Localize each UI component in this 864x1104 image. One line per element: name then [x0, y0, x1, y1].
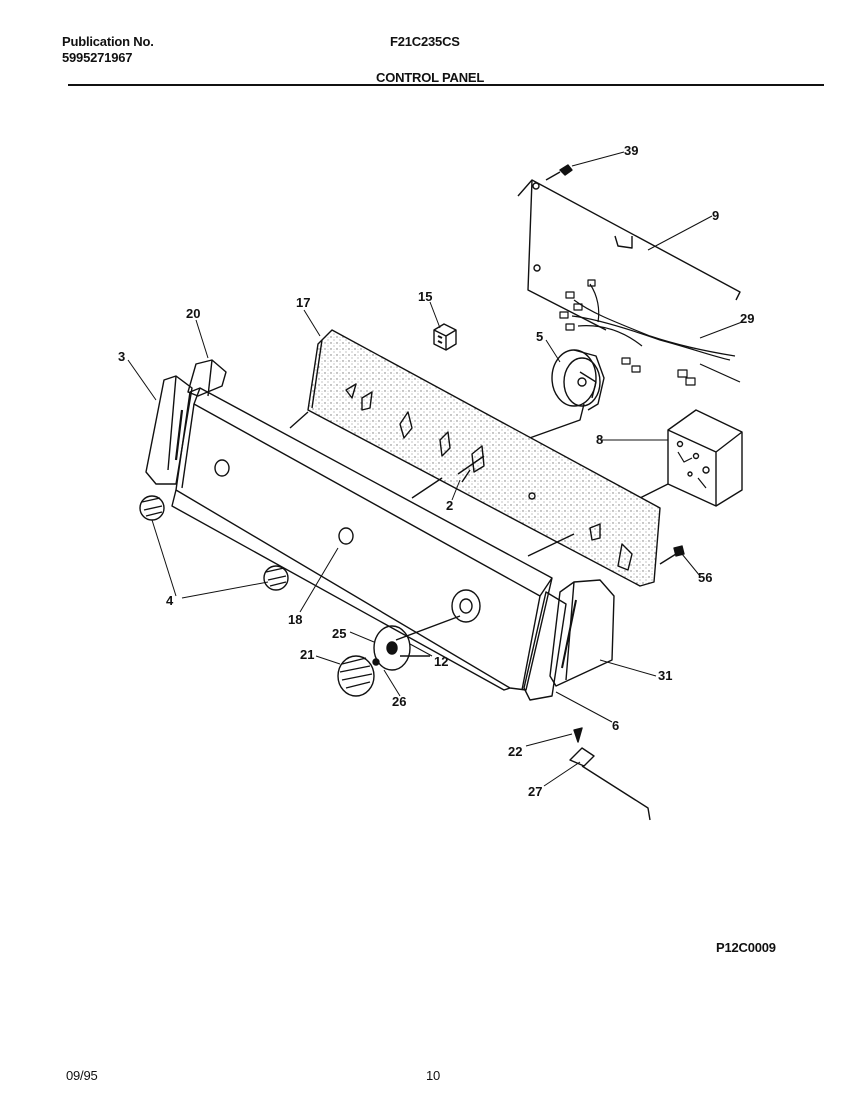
callout-18: 18 — [288, 612, 302, 627]
right-end-cap — [523, 579, 615, 701]
callout-27: 27 — [528, 784, 542, 799]
callout-6: 6 — [612, 718, 619, 733]
callout-29: 29 — [740, 311, 754, 326]
clip-27 — [569, 727, 651, 821]
knob-4 — [139, 495, 289, 591]
control-box-8 — [639, 409, 743, 507]
leader-lines — [127, 151, 743, 787]
timer-knob-assembly — [337, 615, 461, 697]
section-title: CONTROL PANEL — [376, 70, 485, 85]
publication-label: Publication No. — [62, 34, 154, 49]
callout-39: 39 — [624, 143, 638, 158]
left-end-cap — [145, 359, 227, 485]
screw-39 — [545, 164, 573, 181]
bracket-2 — [457, 455, 485, 483]
callout-4: 4 — [166, 593, 174, 608]
page-number: 10 — [426, 1068, 441, 1083]
callout-2: 2 — [446, 498, 453, 513]
rear-panel-17 — [307, 329, 661, 587]
callout-17: 17 — [296, 295, 310, 310]
wiring-harness — [559, 279, 741, 386]
timer-motor-5 — [523, 349, 605, 441]
switch-15 — [433, 323, 457, 351]
callout-8: 8 — [596, 432, 603, 447]
callout-9: 9 — [712, 208, 719, 223]
callout-22: 22 — [508, 744, 522, 759]
model-number: F21C235CS — [390, 34, 460, 49]
callout-56: 56 — [698, 570, 712, 585]
callout-20: 20 — [186, 306, 200, 321]
figure-id: P12C0009 — [716, 940, 776, 955]
callout-5: 5 — [536, 329, 543, 344]
callout-26: 26 — [392, 694, 406, 709]
callout-15: 15 — [418, 289, 432, 304]
console-panel-18 — [171, 387, 575, 691]
rear-cover-plate — [517, 179, 741, 331]
footer-date: 09/95 — [66, 1068, 98, 1083]
screw-56 — [659, 545, 685, 565]
header-rule — [68, 84, 824, 86]
callout-12: 12 — [434, 654, 448, 669]
callout-3: 3 — [118, 349, 125, 364]
publication-number: 5995271967 — [62, 50, 133, 65]
callout-25: 25 — [332, 626, 346, 641]
callout-31: 31 — [658, 668, 672, 683]
callout-21: 21 — [300, 647, 314, 662]
